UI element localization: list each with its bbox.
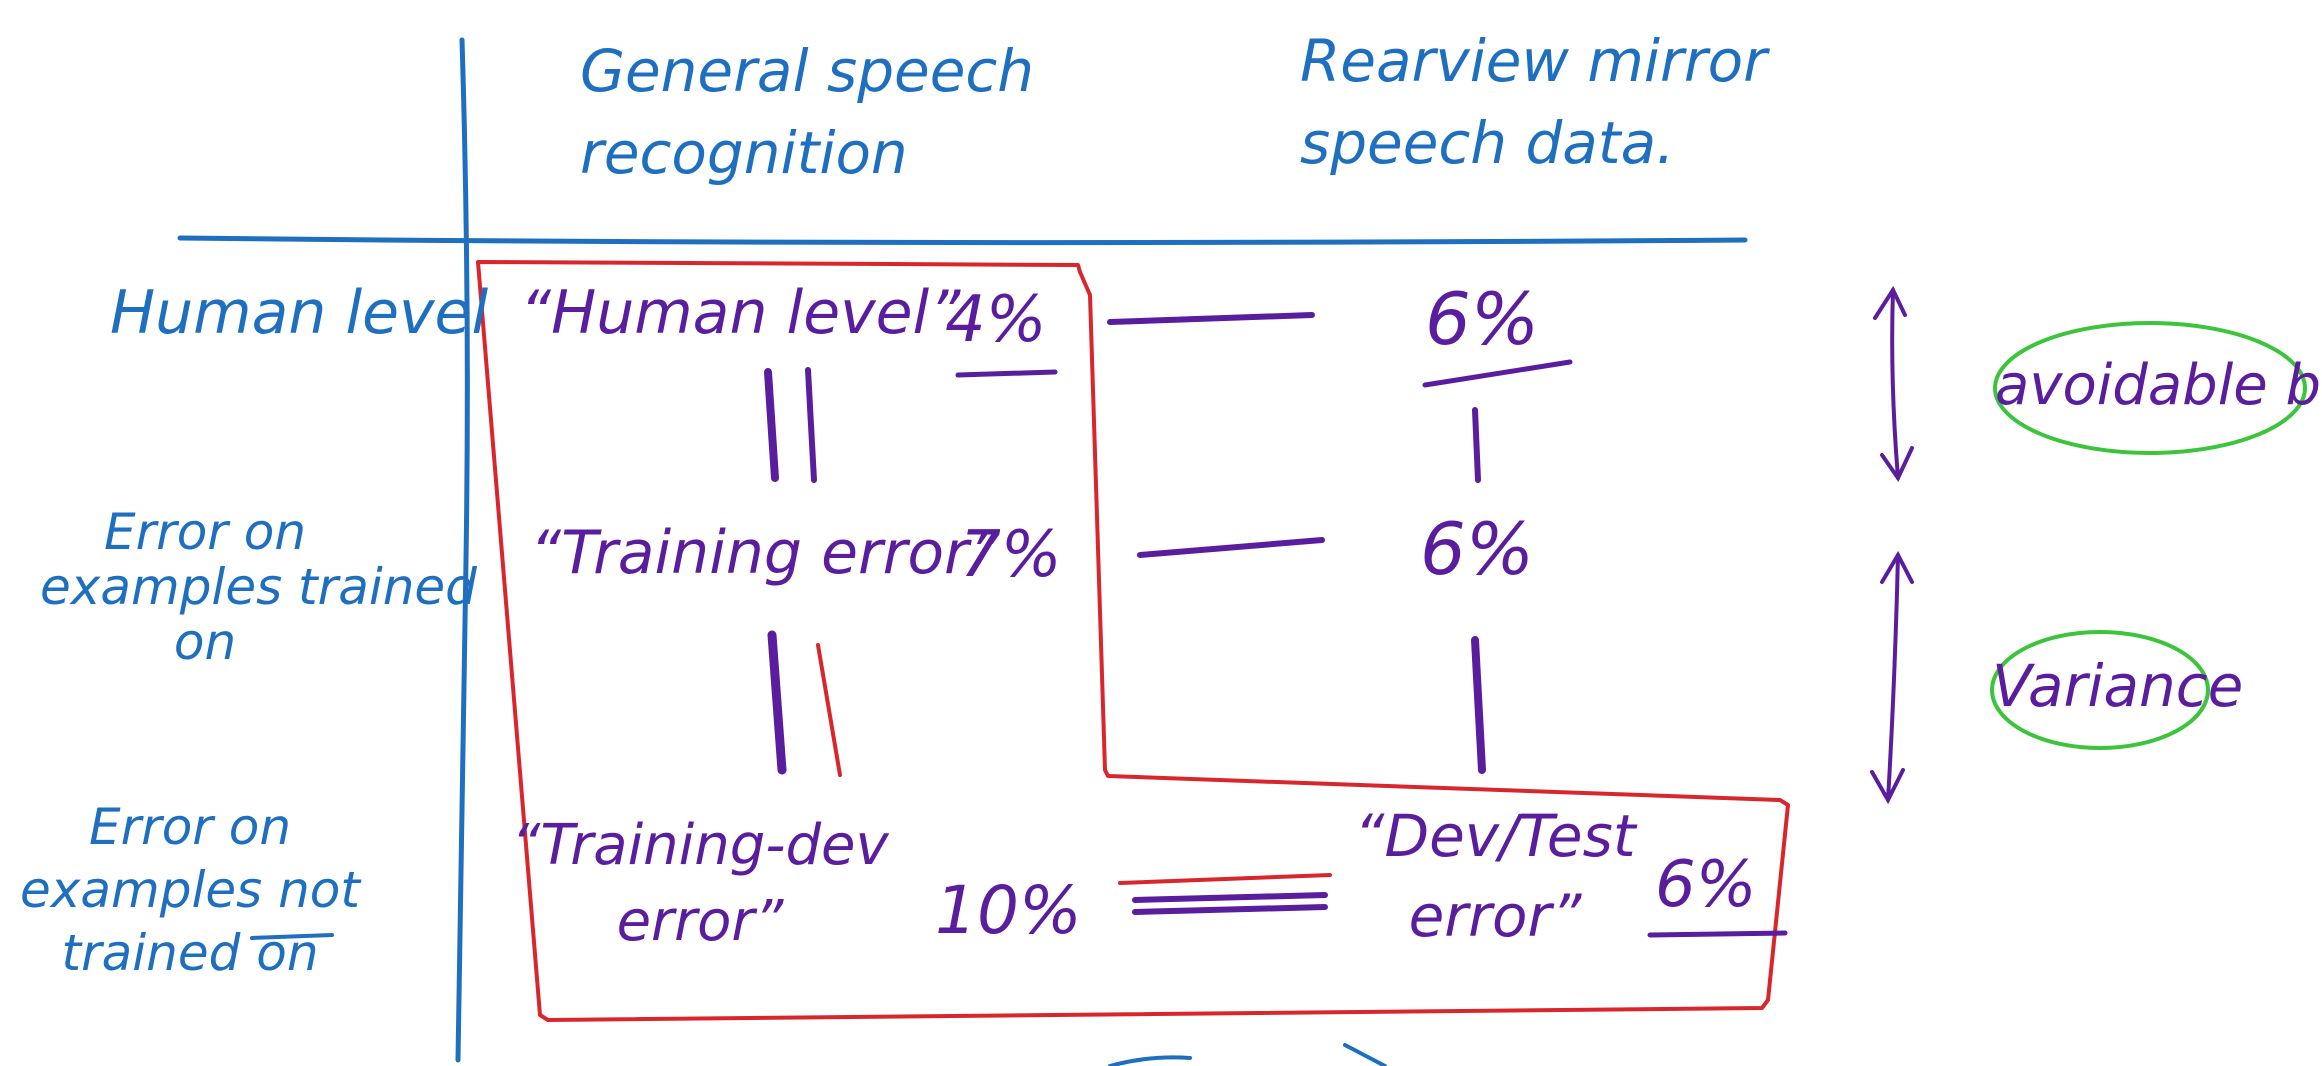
arrow-variance [1870, 550, 1914, 805]
cell-dev-label-line2: error” [616, 888, 784, 954]
underline-6pct-human [1422, 359, 1573, 388]
vmark-rearview-1 [1472, 407, 1481, 483]
row-header-human-line1: Human level [110, 278, 489, 348]
cell-devtest-label-line2: error” [1408, 881, 1582, 950]
annotation-variance: Variance [1992, 652, 2244, 720]
red-outline [476, 260, 1790, 1022]
column-header-general: General speech recognition [580, 37, 1035, 187]
cell-human-rearview: 6% [1425, 277, 1540, 361]
eq-purple-2 [767, 630, 787, 775]
column-header-general-line2: recognition [580, 118, 908, 187]
table-vertical-line [455, 37, 470, 1063]
cell-train-rearview: 6% [1420, 507, 1535, 591]
row-header-train-line3: on [173, 613, 237, 671]
cell-human-general: 4% [945, 283, 1047, 357]
vmark-rearview-2 [1471, 636, 1486, 774]
row-header-train-line2: examples trained [40, 558, 477, 616]
underline-not [250, 933, 334, 940]
column-header-rearview: Rearview mirror speech data. [1300, 27, 1768, 177]
dash-dev-purple-2 [1132, 904, 1328, 915]
avoidable-bias-ellipse [1993, 321, 2307, 455]
dash-human [1107, 312, 1315, 325]
cell-human-label: “Human level” [520, 278, 961, 348]
column-header-rearview-line1: Rearview mirror [1300, 27, 1768, 95]
arrow-avoidable-bias [1873, 285, 1914, 482]
underline-4pct [955, 369, 1058, 378]
row-header-dev-line2: examples not [20, 861, 360, 919]
column-header-rearview-line2: speech data. [1300, 108, 1675, 177]
table-horizontal-line [177, 235, 1748, 246]
cell-dev-label: “Training-dev error” [510, 815, 890, 952]
row-header-human: Human level [110, 280, 488, 346]
cell-train-label: “Training error” [530, 518, 1000, 588]
variance-ellipse [1990, 630, 2210, 750]
row-header-dev: Error on examples not trained on [20, 800, 360, 981]
row-header-dev-line1: Error on [88, 798, 292, 856]
dash-dev-red [1118, 873, 1332, 885]
bottom-partial-stroke [1108, 1043, 1387, 1066]
cell-dev-general: 10% [935, 872, 1082, 949]
underline-6pct-dev [1647, 930, 1788, 938]
dash-train [1137, 537, 1325, 558]
cell-dev-label-line1: “Training-dev [511, 813, 889, 878]
cell-devtest-label: “Dev/Test error” [1345, 802, 1645, 950]
eq-purple-1 [764, 368, 779, 482]
column-header-general-line1: General speech [580, 37, 1035, 105]
cell-devtest-label-line1: “Dev/Test [1354, 802, 1636, 870]
annotation-avoidable-bias: avoidable bias [1995, 353, 2322, 418]
row-header-train: Error on examples trained on [40, 503, 477, 671]
cell-train-general: 7% [960, 518, 1062, 592]
eq-red-2 [816, 643, 842, 777]
row-header-dev-line3: trained on [61, 924, 319, 982]
dash-dev-purple-1 [1132, 892, 1328, 903]
cell-dev-rearview: 6% [1655, 848, 1757, 922]
row-header-train-line1: Error on [103, 503, 307, 561]
eq-purple-1b [805, 367, 817, 483]
